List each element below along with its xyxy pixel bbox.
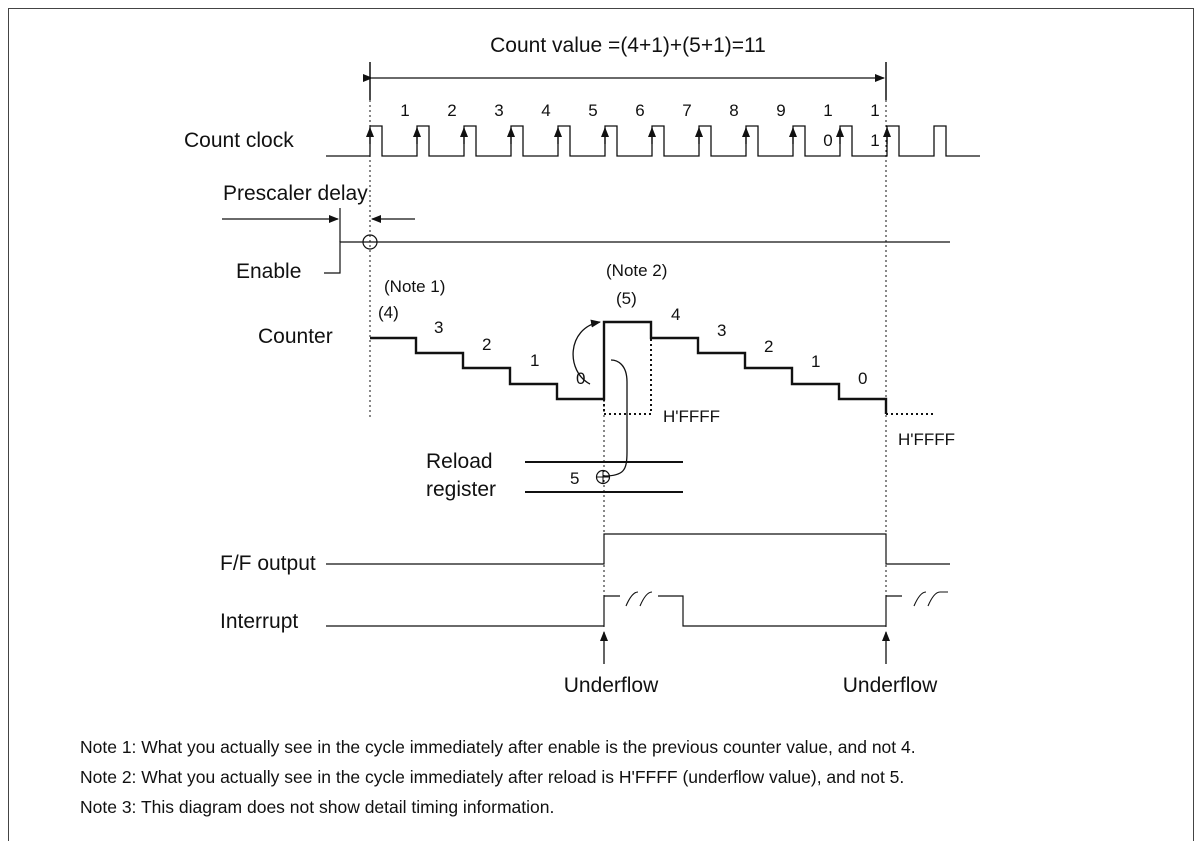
svg-text:2: 2: [764, 337, 773, 356]
count-clock-waveform: [326, 125, 980, 157]
svg-text:1: 1: [811, 352, 820, 371]
clock-cycle-number: 7: [682, 101, 691, 120]
svg-text:3: 3: [434, 318, 443, 337]
underflow-label-1: Underflow: [564, 674, 659, 697]
enable-sample-circle: [362, 234, 378, 250]
ff-output-waveform: [326, 533, 950, 565]
counter-values: (4) 3 2 1 0 (5) 4 3 2 1 0: [378, 289, 867, 388]
ff-output-label: F/F output: [220, 552, 316, 575]
clock-cycle-number-second-digit: 0: [823, 131, 832, 150]
clock-cycle-number-second-digit: 1: [870, 131, 879, 150]
diagram-frame: [8, 8, 1194, 841]
count-clock-label: Count clock: [184, 129, 294, 152]
svg-text:4: 4: [671, 305, 680, 324]
interrupt-break-2: [913, 591, 948, 607]
counter-label: Counter: [258, 325, 333, 348]
counter-underflow-dotted-1: [603, 338, 652, 415]
interrupt-waveform-2: [658, 595, 902, 627]
reload-register-value: 5: [570, 469, 579, 488]
reload-loop-arrow: [572, 319, 601, 385]
clock-cycle-numbers: 1 2 3 4 5 6 7 8 9 1 1 0 1: [400, 101, 879, 150]
underflow-value-2: H'FFFF: [898, 430, 955, 449]
count-clock-path: [326, 125, 980, 157]
svg-text:3: 3: [717, 321, 726, 340]
note1-tag: (Note 1): [384, 277, 445, 296]
interrupt-label: Interrupt: [220, 610, 298, 633]
note2-tag: (Note 2): [606, 261, 667, 280]
reload-register-label-line2: register: [426, 478, 496, 501]
reload-register-label-line1: Reload: [426, 450, 493, 473]
clock-cycle-number: 4: [541, 101, 550, 120]
underflow-value-1: H'FFFF: [663, 407, 720, 426]
interrupt-waveform-1: [326, 595, 620, 627]
note-1: Note 1: What you actually see in the cyc…: [80, 737, 916, 757]
clock-cycle-number: 1: [823, 101, 832, 120]
notes: Note 1: What you actually see in the cyc…: [80, 732, 1180, 822]
svg-text:1: 1: [530, 351, 539, 370]
count-value-title: Count value =(4+1)+(5+1)=11: [490, 34, 766, 57]
clock-cycle-number: 9: [776, 101, 785, 120]
svg-text:2: 2: [482, 335, 491, 354]
svg-text:(5): (5): [616, 289, 637, 308]
underflow-label-2: Underflow: [843, 674, 938, 697]
counter-waveform-first: [370, 320, 888, 414]
svg-text:(4): (4): [378, 303, 399, 322]
enable-label: Enable: [236, 260, 301, 283]
interrupt-break-1: [625, 591, 653, 607]
clock-cycle-number: 2: [447, 101, 456, 120]
enable-waveform: [324, 241, 950, 274]
clock-cycle-number: 5: [588, 101, 597, 120]
clock-cycle-number: 1: [400, 101, 409, 120]
svg-text:0: 0: [576, 369, 585, 388]
note-3: Note 3: This diagram does not show detai…: [80, 797, 555, 817]
clock-cycle-number: 3: [494, 101, 503, 120]
prescaler-delay-label: Prescaler delay: [223, 182, 368, 205]
clock-cycle-number: 6: [635, 101, 644, 120]
guide-lines: [369, 100, 887, 628]
note-2: Note 2: What you actually see in the cyc…: [80, 767, 905, 787]
clock-cycle-number: 8: [729, 101, 738, 120]
reload-path: [603, 359, 628, 477]
svg-text:0: 0: [858, 369, 867, 388]
clock-cycle-number: 1: [870, 101, 879, 120]
